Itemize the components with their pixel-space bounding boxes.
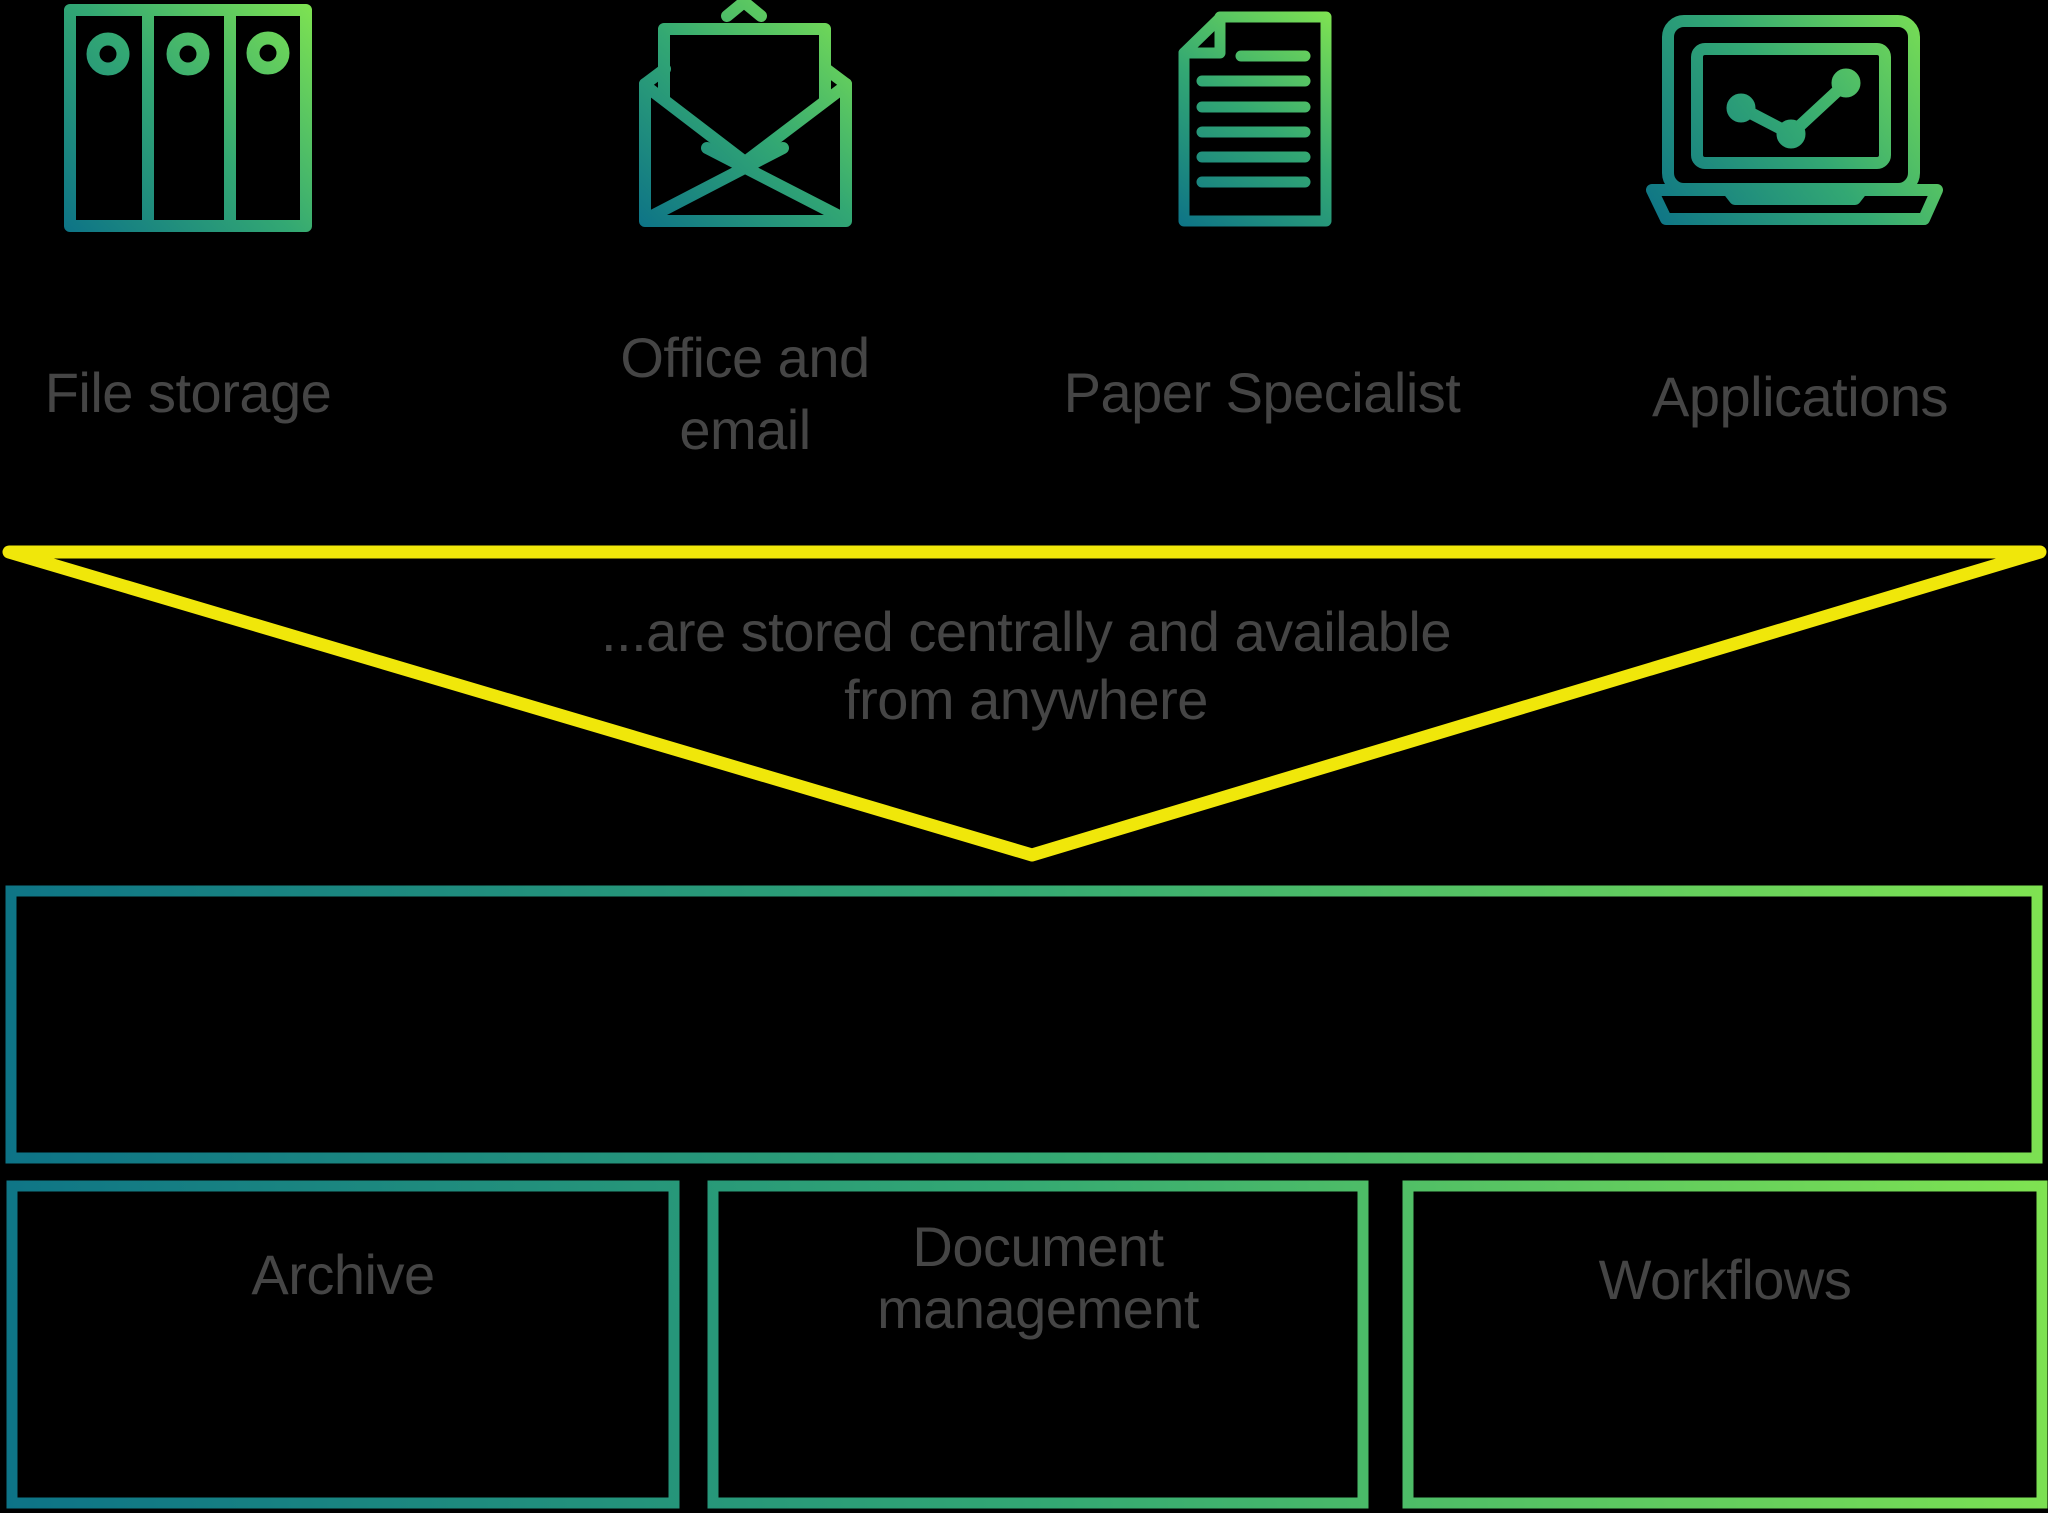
laptop-chart-icon	[1646, 15, 1943, 225]
file-binders-icon	[64, 4, 312, 232]
module-box-workflows	[1402, 1180, 2048, 1509]
funnel-triangle	[2, 545, 2047, 862]
label-paper-specialist: Paper Specialist	[1063, 361, 1461, 424]
module-box-document-management	[707, 1180, 1369, 1509]
module-box-archive	[6, 1180, 680, 1509]
label-applications: Applications	[1652, 365, 1948, 428]
label-file-storage: File storage	[44, 361, 332, 424]
label-document-management: Document management	[877, 1215, 1199, 1340]
document-icon	[1178, 11, 1332, 227]
open-envelope-icon	[639, 0, 852, 227]
label-archive: Archive	[251, 1243, 435, 1306]
label-workflows: Workflows	[1598, 1248, 1852, 1311]
platform-box	[5, 885, 2043, 1164]
label-office-and-email: Office and email	[620, 326, 870, 461]
funnel-caption: ...are stored centrally and available fr…	[601, 600, 1452, 731]
